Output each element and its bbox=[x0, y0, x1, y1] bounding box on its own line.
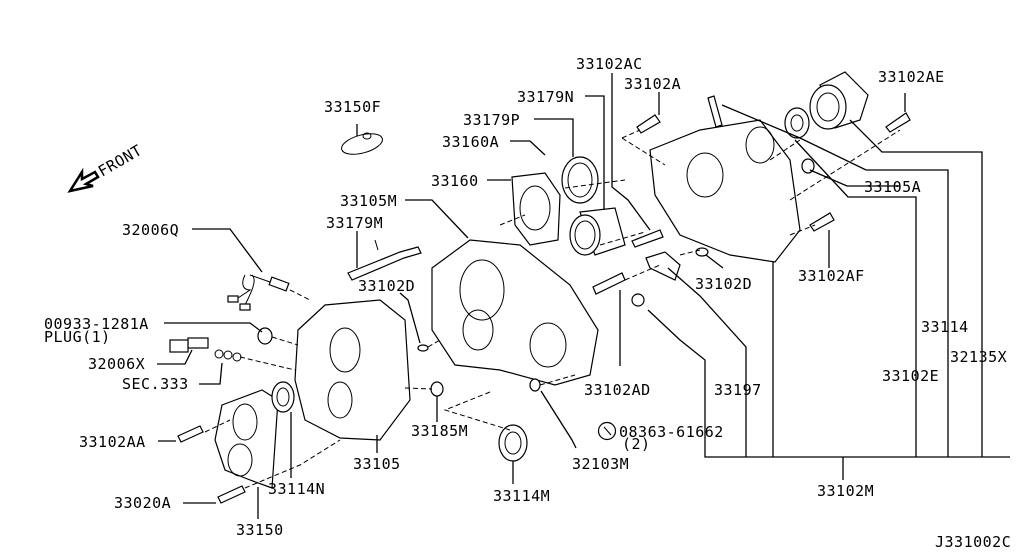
label-33105A: 33105A bbox=[864, 178, 921, 196]
label-33102A: 33102A bbox=[624, 75, 681, 93]
label-32006Q: 32006Q bbox=[122, 221, 179, 239]
front-label: FRONT bbox=[95, 141, 145, 180]
plug-33185M bbox=[430, 381, 444, 397]
label-33114: 33114 bbox=[921, 318, 969, 336]
plug-32103M bbox=[529, 378, 541, 392]
bolt-33020A bbox=[217, 485, 246, 504]
label-33150F: 33150F bbox=[324, 98, 381, 116]
cover-33150 bbox=[214, 389, 279, 489]
diagram-code: J331002C bbox=[935, 533, 1011, 551]
label-33020A: 33020A bbox=[114, 494, 171, 512]
bracket-33197 bbox=[645, 251, 681, 281]
standard-part-icon bbox=[597, 421, 617, 441]
label-sec333: SEC.333 bbox=[122, 375, 189, 393]
bearing-33114 bbox=[784, 107, 810, 139]
label-33102AE: 33102AE bbox=[878, 68, 945, 86]
label-33150: 33150 bbox=[236, 521, 284, 539]
label-33102E: 33102E bbox=[882, 367, 939, 385]
bolt-33102AA bbox=[177, 425, 204, 443]
dowel-33114-pin bbox=[707, 95, 723, 128]
label-33160: 33160 bbox=[431, 172, 479, 190]
bolt-33102AE bbox=[885, 112, 911, 133]
label-33114M: 33114M bbox=[493, 487, 550, 505]
switch-32006X bbox=[169, 337, 242, 362]
label-33102D-right: 33102D bbox=[695, 275, 752, 293]
label-qty-2: (2) bbox=[622, 435, 651, 453]
snap-ring-33150F bbox=[341, 132, 383, 155]
label-33197: 33197 bbox=[714, 381, 762, 399]
label-33105M: 33105M bbox=[340, 192, 397, 210]
label-33160A: 33160A bbox=[442, 133, 499, 151]
label-08363-61662: 08363-61662 bbox=[619, 423, 724, 441]
label-33114N: 33114N bbox=[268, 480, 325, 498]
front-arrow-icon bbox=[67, 167, 100, 193]
case-rear-33102 bbox=[649, 119, 801, 263]
label-33179M: 33179M bbox=[326, 214, 383, 232]
sensor-32006Q bbox=[227, 274, 290, 311]
label-32135X: 32135X bbox=[950, 348, 1007, 366]
bracket-33179M bbox=[347, 239, 422, 281]
label-33105: 33105 bbox=[353, 455, 401, 473]
bolt-08363 bbox=[631, 293, 645, 307]
case-33105M bbox=[431, 239, 599, 386]
label-33179N: 33179N bbox=[517, 88, 574, 106]
seal-33114M bbox=[498, 424, 528, 462]
label-00933-1281A: 00933-1281A bbox=[44, 315, 149, 333]
leader-lines bbox=[157, 73, 1010, 519]
label-33179P: 33179P bbox=[463, 111, 520, 129]
seal-33179P bbox=[561, 156, 599, 204]
seal-33114N bbox=[271, 381, 295, 413]
label-32006X: 32006X bbox=[88, 355, 145, 373]
pin-33102D-left bbox=[417, 344, 429, 352]
label-33102AC: 33102AC bbox=[576, 55, 643, 73]
retainer-33160 bbox=[511, 172, 561, 246]
label-33102M: 33102M bbox=[817, 482, 874, 500]
bolt-33102A bbox=[636, 114, 661, 134]
label-33102D-left: 33102D bbox=[358, 277, 415, 295]
plug-33105A bbox=[801, 158, 815, 174]
sleeve-33179N bbox=[569, 207, 626, 256]
seal-32135X bbox=[809, 71, 869, 130]
label-32103M: 32103M bbox=[572, 455, 629, 473]
label-33185M: 33185M bbox=[411, 422, 468, 440]
assembly-dashed-lines bbox=[204, 129, 901, 489]
bolt-33102AF bbox=[809, 212, 835, 232]
label-33102AF: 33102AF bbox=[798, 267, 865, 285]
label-33102AA: 33102AA bbox=[79, 433, 146, 451]
bolt-33102AC bbox=[631, 229, 664, 248]
label-plug-qty: PLUG(1) bbox=[44, 328, 111, 346]
case-33105 bbox=[294, 299, 411, 441]
label-33102AD: 33102AD bbox=[584, 381, 651, 399]
